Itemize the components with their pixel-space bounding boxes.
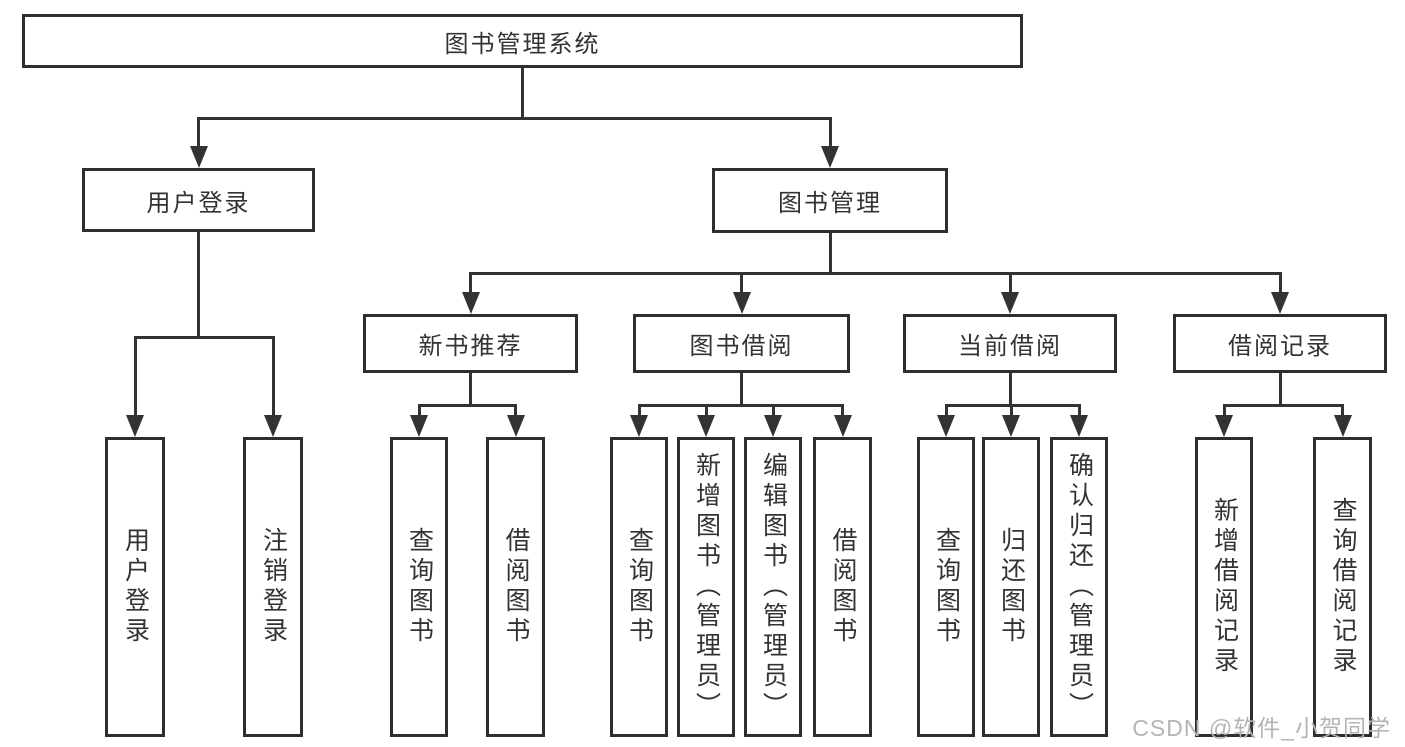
node-current: 当前借阅 (903, 314, 1117, 373)
node-label-records: 借阅记录 (1228, 333, 1332, 360)
node-c-confirm: 确认归还（管理员） (1050, 437, 1108, 737)
node-label-login: 用户登录 (146, 189, 251, 217)
connector-drop-r-query (1341, 403, 1344, 417)
connector-bar-rec (417, 403, 517, 407)
node-label-b-add: 新增图书（管理员） (692, 452, 721, 722)
node-rec-borrow: 借阅图书 (486, 437, 545, 737)
connector-stem-login (197, 231, 200, 339)
arrow-down-icon (410, 415, 428, 437)
connector-drop-c-confirm (1077, 403, 1081, 417)
node-mgmt: 图书管理 (712, 168, 948, 233)
arrow-down-icon (1333, 415, 1352, 437)
node-label-rec: 新书推荐 (418, 333, 523, 360)
connector-bar-borrow (637, 403, 844, 407)
connector-drop-b-borrow (841, 403, 844, 417)
connector-drop-c-return (1009, 403, 1013, 417)
arrow-down-icon (1215, 415, 1233, 437)
connector-bar-current (944, 403, 1081, 407)
node-label-b-edit: 编辑图书（管理员） (759, 452, 788, 722)
node-label-r-add: 新增借阅记录 (1210, 497, 1239, 677)
node-label-c-query: 查询图书 (932, 527, 961, 647)
connector-bar-login (133, 335, 275, 339)
arrow-down-icon (630, 415, 648, 437)
node-label-login-logout: 注销登录 (259, 527, 288, 647)
connector-drop-b-add (704, 403, 708, 417)
node-label-current: 当前借阅 (958, 333, 1062, 360)
arrow-down-icon (189, 146, 208, 168)
node-r-add: 新增借阅记录 (1195, 437, 1253, 737)
connector-stem-root (521, 67, 524, 120)
node-b-query: 查询图书 (610, 437, 668, 737)
arrow-down-icon (821, 146, 839, 168)
connector-bar-root (197, 116, 832, 120)
arrow-down-icon (764, 415, 782, 437)
node-r-query: 查询借阅记录 (1313, 437, 1372, 737)
arrow-down-icon (461, 292, 480, 314)
node-b-add: 新增图书（管理员） (677, 437, 735, 737)
node-c-return: 归还图书 (982, 437, 1040, 737)
arrow-down-icon (126, 415, 144, 437)
connector-drop-r-add (1222, 403, 1226, 417)
node-b-borrow: 借阅图书 (813, 437, 872, 737)
arrow-down-icon (1070, 415, 1088, 437)
arrow-down-icon (732, 292, 751, 314)
node-label-rec-query: 查询图书 (405, 527, 434, 647)
connector-stem-rec (469, 372, 472, 407)
node-label-b-query: 查询图书 (625, 527, 654, 647)
node-label-r-query: 查询借阅记录 (1329, 497, 1357, 677)
connector-stem-records (1278, 372, 1282, 407)
connector-drop-login (197, 116, 200, 148)
connector-drop-current (1008, 271, 1012, 294)
node-rec: 新书推荐 (363, 314, 578, 373)
arrow-down-icon (937, 415, 955, 437)
connector-stem-mgmt (828, 232, 832, 275)
arrow-down-icon (697, 415, 715, 437)
connector-stem-borrow (740, 372, 743, 407)
node-label-root: 图书管理系统 (444, 30, 601, 58)
connector-drop-login-logout (271, 335, 275, 417)
arrow-down-icon (833, 415, 852, 437)
connector-drop-borrow (740, 271, 743, 294)
connector-drop-mgmt (828, 116, 832, 148)
arrow-down-icon (1002, 415, 1020, 437)
node-b-edit: 编辑图书（管理员） (744, 437, 802, 737)
node-login: 用户登录 (82, 168, 315, 232)
node-label-login-user: 用户登录 (121, 527, 150, 647)
node-login-logout: 注销登录 (243, 437, 303, 737)
connector-drop-b-edit (771, 403, 775, 417)
connector-bar-records (1222, 403, 1344, 407)
node-label-c-return: 归还图书 (997, 527, 1026, 647)
node-c-query: 查询图书 (917, 437, 975, 737)
connector-drop-rec-query (417, 403, 421, 417)
node-borrow: 图书借阅 (633, 314, 850, 373)
csdn-watermark: CSDN @软件_小贺同学 (1132, 715, 1391, 741)
connector-drop-c-query (944, 403, 948, 417)
connector-drop-login-user (133, 335, 137, 417)
connector-stem-current (1008, 372, 1012, 407)
node-label-mgmt: 图书管理 (778, 190, 882, 217)
node-label-b-borrow: 借阅图书 (829, 527, 857, 647)
node-records: 借阅记录 (1173, 314, 1387, 373)
node-label-borrow: 图书借阅 (689, 333, 794, 360)
connector-drop-rec-borrow (514, 403, 517, 417)
connector-drop-b-query (637, 403, 641, 417)
connector-bar-mgmt (469, 271, 1282, 275)
node-label-rec-borrow: 借阅图书 (502, 527, 530, 647)
node-login-user: 用户登录 (105, 437, 165, 737)
connector-drop-records (1278, 271, 1282, 294)
node-label-c-confirm: 确认归还（管理员） (1065, 452, 1094, 722)
arrow-down-icon (1001, 292, 1019, 314)
node-root: 图书管理系统 (22, 14, 1023, 68)
arrow-down-icon (1271, 292, 1289, 314)
node-rec-query: 查询图书 (390, 437, 448, 737)
arrow-down-icon (264, 415, 282, 437)
connector-drop-rec (469, 271, 472, 294)
arrow-down-icon (506, 415, 525, 437)
